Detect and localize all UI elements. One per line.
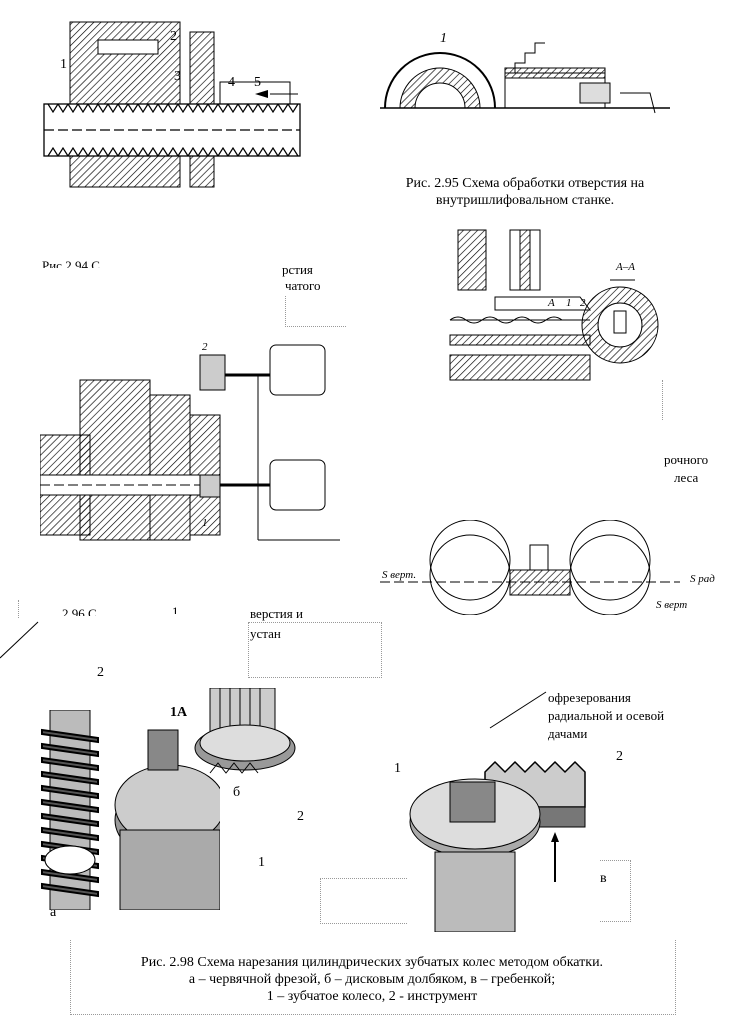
caption-line: Рис. 2.98 Схема нарезания цилиндрических…: [140, 955, 604, 970]
fig97-label-A-A: A–A: [616, 261, 635, 273]
frame-right-top: [660, 380, 663, 420]
fig95-label-1: 1: [440, 31, 447, 46]
fragment-caption-2-97-a: рочного: [664, 452, 709, 467]
frame-left-mid-box: [248, 622, 382, 678]
leader-line: [0, 620, 40, 660]
loose-label-2-center: 2: [297, 809, 304, 824]
fragment-caption-2-99-b: радиальной и осевой: [548, 708, 665, 723]
caption-line: Рис. 2.95 Схема обработки отверстия на: [405, 176, 645, 191]
fig94-label-4: 4: [228, 75, 235, 90]
figure-2-99-drawing: [380, 520, 680, 615]
fig94-label-1: 1: [60, 57, 67, 72]
fig99-label-s-vert-right: S верт: [656, 599, 688, 611]
frame-left-top: [285, 296, 346, 327]
fragment-caption-2-97-b: леса: [674, 470, 699, 485]
fig99-label-s-rad: S рад: [690, 573, 715, 585]
leader-line-right: [488, 690, 548, 730]
fig99-label-s-vert-left: S верт.: [382, 569, 417, 581]
fig98-label-a: а: [50, 905, 57, 920]
fig98-label-1A: 1А: [170, 705, 188, 720]
frame-left-mid: [18, 600, 21, 618]
figure-2-98-b-shaper: [180, 688, 300, 798]
fragment-caption-2-94-c: чатого: [285, 278, 321, 293]
fragment-caption-2-96-a: 2.96 С: [62, 606, 97, 616]
figure-2-98-a-hob: [20, 710, 220, 910]
caption-line: а – червячной фрезой, б – дисковым долбя…: [188, 972, 556, 987]
figure-2-97-drawing: [440, 225, 670, 385]
caption-line: 1 – зубчатое колесо, 2 - инструмент: [266, 989, 478, 1004]
figure-2-95-caption: Рис. 2.95 Схема обработки отверстия на в…: [390, 175, 660, 209]
fig97-label-A: A: [548, 297, 555, 309]
figure-2-98-c-rack: [405, 752, 605, 932]
fragment-caption-2-99-c: дачами: [548, 726, 588, 741]
frame-fig98-caption: [70, 940, 676, 1015]
loose-label-1-center: 1: [394, 761, 401, 776]
loose-label-2-right: 2: [616, 749, 623, 764]
fig98-label-v: в: [600, 871, 607, 886]
fragment-caption-2-96-b: 1: [172, 604, 179, 614]
fig96-label-2: 2: [202, 341, 208, 353]
figure-2-96-drawing: [40, 335, 340, 550]
fig94-label-3: 3: [174, 69, 181, 84]
loose-label-1-lower: 1: [258, 855, 265, 870]
figure-2-98-caption: Рис. 2.98 Схема нарезания цилиндрических…: [72, 954, 672, 1005]
fig98-label-b: б: [233, 785, 241, 800]
figure-2-94-drawing: [40, 12, 302, 192]
fig97-label-2: 2: [580, 297, 586, 309]
fragment-caption-2-94-b: рстия: [282, 262, 313, 277]
fragment-caption-2-99-a: офрезерования: [548, 690, 631, 705]
caption-line: внутришлифовальном станке.: [435, 193, 615, 208]
fig96-label-1: 1: [202, 517, 208, 529]
fragment-caption-2-94-a: Рис 2.94 С: [42, 258, 100, 268]
fig94-label-2: 2: [170, 29, 177, 44]
loose-label-2-left: 2: [97, 665, 104, 680]
fig94-label-5: 5: [254, 75, 261, 90]
fragment-caption-2-96-c: верстия и: [250, 606, 303, 621]
fig97-label-1: 1: [566, 297, 572, 309]
figure-2-95-drawing: [380, 18, 670, 128]
frame-fig98-b: [320, 878, 407, 924]
fragment-caption-2-96-d: устан: [250, 626, 281, 641]
frame-fig98-c: [600, 860, 631, 922]
